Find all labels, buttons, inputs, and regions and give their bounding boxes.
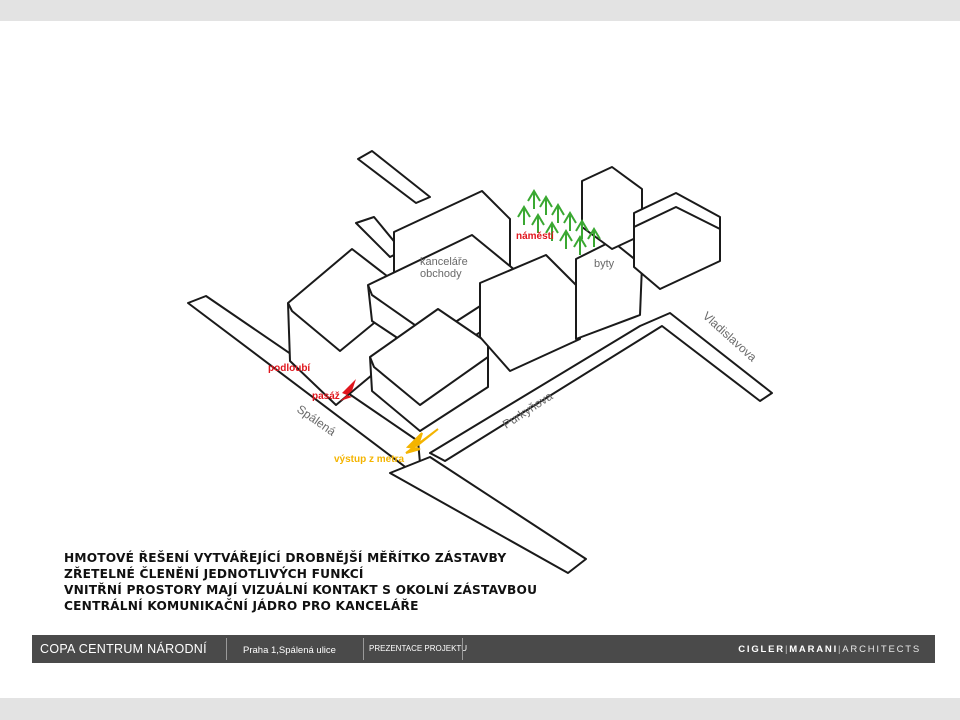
square-label: náměstí xyxy=(516,231,555,242)
arcade-label: podloubí xyxy=(268,363,311,374)
rear-street xyxy=(357,150,431,204)
footer-bar: COPA CENTRUM NÁRODNÍ Praha 1,Spálená uli… xyxy=(32,635,935,663)
building-center xyxy=(479,254,583,372)
footer-divider xyxy=(363,638,364,660)
lower-street xyxy=(389,456,587,574)
brand-part-b: MARANI xyxy=(789,644,839,655)
slide: kanceláře obchody náměstí byty podloubí … xyxy=(0,21,960,698)
flats-label: byty xyxy=(594,258,615,270)
key-points-list: HMOTOVÉ ŘEŠENÍ VYTVÁŘEJÍCÍ DROBNĚJŠÍ MĚŘ… xyxy=(64,550,537,614)
building-front xyxy=(369,308,489,432)
massing-diagram: kanceláře obchody náměstí byty podloubí … xyxy=(187,150,773,574)
purkynova-street xyxy=(429,312,773,462)
key-point: VNITŘNÍ PROSTORY MAJÍ VIZUÁLNÍ KONTAKT S… xyxy=(64,583,538,597)
arcade-arrow xyxy=(340,379,366,401)
brand-part-c: ARCHITECTS xyxy=(842,644,921,655)
footer-divider xyxy=(226,638,227,660)
building-flats xyxy=(575,240,643,340)
metro-arrow xyxy=(405,428,439,454)
brand-logo: CIGLER|MARANI|ARCHITECTS xyxy=(738,644,921,655)
square-trees xyxy=(517,189,601,255)
passage-label: pasáž xyxy=(312,391,340,402)
metro-exit-label: výstup z metra xyxy=(334,454,404,465)
project-name: COPA CENTRUM NÁRODNÍ xyxy=(40,642,207,656)
brand-part-a: CIGLER xyxy=(738,644,785,655)
shops-label: obchody xyxy=(420,268,462,280)
key-point: CENTRÁLNÍ KOMUNIKAČNÍ JÁDRO PRO KANCELÁŘ… xyxy=(64,599,419,613)
spalena-street xyxy=(187,295,421,470)
key-point: ZŘETELNÉ ČLENĚNÍ JEDNOTLIVÝCH FUNKCÍ xyxy=(64,567,364,581)
offices-label: kanceláře xyxy=(420,256,468,268)
document-type: PREZENTACE PROJEKTU xyxy=(369,644,468,653)
key-point: HMOTOVÉ ŘEŠENÍ VYTVÁŘEJÍCÍ DROBNĚJŠÍ MĚŘ… xyxy=(64,551,507,565)
footer-divider xyxy=(462,638,463,660)
project-location: Praha 1,Spálená ulice xyxy=(243,645,336,656)
